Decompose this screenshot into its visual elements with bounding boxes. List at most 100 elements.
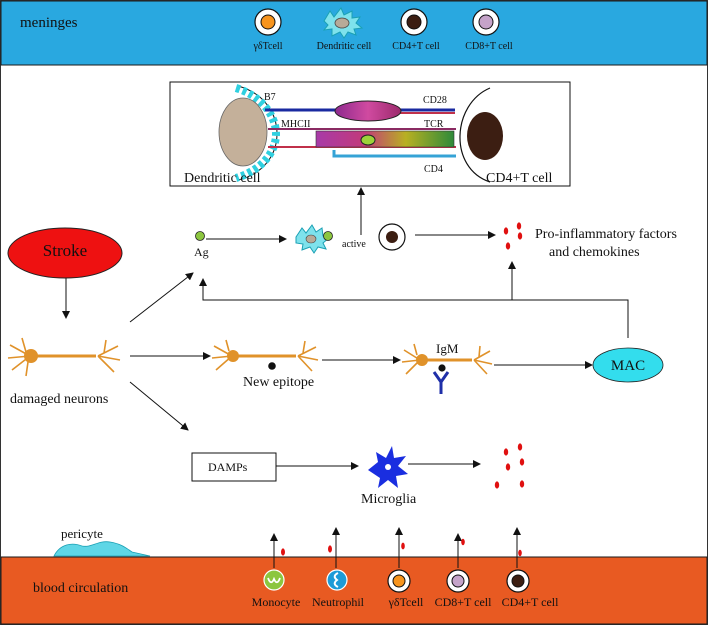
meninges-cell-cd4: CD4+T cell [392, 8, 440, 52]
factor-dot [505, 463, 511, 471]
cd8-t-cell-nucleus [478, 14, 494, 30]
migrating-factor-dots [281, 538, 522, 557]
damps-label: DAMPs [208, 460, 248, 474]
neuron-new-epitope: New epitope [211, 339, 319, 390]
meninges-cell-label: CD8+T cell [465, 41, 513, 52]
blood-band-bg [0, 556, 708, 625]
migration-arrows [270, 527, 521, 568]
cd8-t-cell-nucleus [451, 574, 465, 588]
dendritic-cell-nucleus [305, 234, 317, 244]
blood-title: blood circulation [33, 581, 128, 596]
factor-dots-upper [503, 222, 523, 250]
ag-label: Ag [194, 245, 209, 259]
neuron-soma [416, 354, 428, 366]
microglia-cell: Microglia [361, 446, 417, 507]
cd28-receptor [334, 100, 402, 122]
blood-cell-cd8: CD8+T cell [435, 569, 492, 609]
igm-label: IgM [436, 341, 459, 356]
damps-box [191, 452, 277, 482]
factor-dots-lower [494, 443, 525, 489]
neutrophil-nucleus [333, 572, 339, 588]
meninges-band: meninges γδTcell Dendritic cell CD4+T ce… [0, 0, 708, 66]
factor-dot [518, 549, 522, 557]
meninges-cell-cd8: CD8+T cell [465, 8, 513, 52]
pericyte-icon [53, 541, 151, 557]
blood-cell-gd-t: γδTcell [387, 569, 424, 609]
factor-dot [517, 443, 523, 451]
cd4-coreceptor [332, 150, 456, 158]
mac-node: MAC [592, 347, 664, 383]
blood-cell-monocyte: Monocyte [252, 569, 301, 609]
blood-cell-label: Monocyte [252, 595, 301, 609]
pathway-arrows [62, 187, 629, 470]
stroke-node: Stroke [7, 227, 123, 279]
arrow-neurons-to-damps [129, 381, 189, 431]
cd4-label: CD4 [424, 164, 443, 175]
t-cell-nucleus-large [467, 112, 503, 160]
meninges-cell-label: Dendritic cell [317, 41, 372, 52]
neuron-dendrites-left [7, 337, 31, 377]
neuron-dendrites [401, 343, 493, 375]
factor-dot [516, 222, 522, 230]
microglia-nucleus [385, 464, 391, 470]
antigen-icon [195, 231, 205, 241]
synapse-dendritic-label: Dendritic cell [184, 171, 261, 186]
factor-dot [401, 542, 405, 550]
factor-dot [517, 232, 523, 240]
damaged-neuron: damaged neurons [7, 337, 121, 407]
factor-dot [281, 548, 285, 556]
factor-dot [494, 481, 500, 489]
factor-dot [503, 227, 509, 235]
gd-t-cell-nucleus [260, 14, 276, 30]
t-cell-membrane [459, 87, 491, 183]
b7-label: B7 [264, 92, 276, 103]
cd4-t-cell-nucleus [406, 14, 422, 30]
neuron-soma [24, 349, 38, 363]
mhcii-label: MHCII [281, 119, 310, 130]
blood-cell-label: γδTcell [388, 595, 424, 609]
igm-antibody-icon [432, 371, 450, 394]
microglia-label: Microglia [361, 492, 417, 507]
epitope-dot [438, 364, 446, 372]
captured-antigen-icon [323, 231, 333, 241]
monocyte-nucleus [267, 576, 281, 584]
arrow-neurons-to-ag [129, 272, 194, 323]
blood-band: blood circulation Monocyte Neutrophil [0, 527, 708, 625]
stroke-label: Stroke [43, 241, 87, 260]
factor-dot [519, 480, 525, 488]
synapse-t-cell-label: CD4+T cell [486, 171, 552, 186]
factor-dot [461, 538, 465, 546]
dendritic-cell-nucleus [334, 17, 350, 29]
tcr-complex [315, 130, 455, 148]
factor-dot [505, 242, 511, 250]
pro-inflammatory-label-line1: Pro-inflammatory factors [535, 227, 677, 242]
damaged-neurons-label: damaged neurons [10, 392, 108, 407]
meninges-cell-gd-t: γδTcell [253, 8, 283, 52]
t-cell-nucleus [386, 231, 398, 243]
meninges-title: meninges [20, 15, 78, 31]
cd28-label: CD28 [423, 95, 447, 106]
meninges-cell-label: γδTcell [253, 41, 283, 52]
arrow-mac-to-ag [199, 278, 629, 338]
immune-synapse-panel: B7 CD28 MHCII TCR CD4 Dendritic cell CD4… [169, 81, 571, 187]
mac-label: MAC [611, 358, 645, 374]
active-label: active [342, 239, 366, 250]
meninges-cell-label: CD4+T cell [392, 41, 440, 52]
neuron-dendrites [211, 339, 319, 372]
factor-dot [519, 458, 525, 466]
dendritic-cell-nucleus-large [218, 97, 268, 167]
epitope-dot [268, 362, 276, 370]
factor-dot [503, 448, 509, 456]
stroke-ellipse [7, 227, 123, 279]
blood-cell-label: CD4+T cell [502, 595, 560, 609]
pericyte: pericyte [53, 526, 151, 557]
meninges-cell-dendritic: Dendritic cell [317, 7, 372, 52]
antigen-peptide [360, 134, 376, 146]
presenting-dendritic-cell [295, 224, 333, 254]
new-epitope-label: New epitope [243, 375, 314, 390]
tcr-label: TCR [424, 119, 444, 130]
pro-inflammatory-label-line2: and chemokines [549, 245, 640, 260]
blood-cell-cd4: CD4+T cell [502, 569, 560, 609]
cd4-t-cell-nucleus [511, 574, 525, 588]
